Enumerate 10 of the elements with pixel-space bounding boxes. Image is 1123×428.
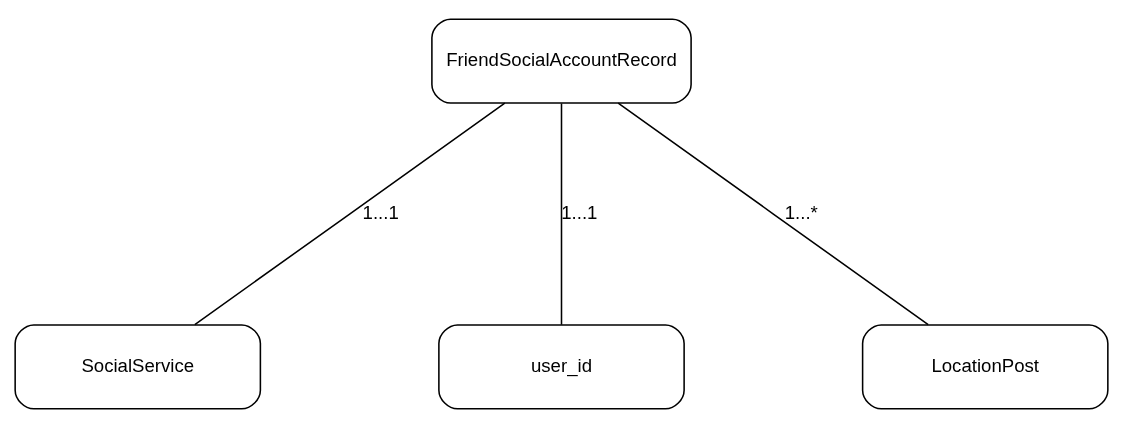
connector [617, 102, 929, 326]
edge-label: 1...* [784, 201, 818, 223]
node-box: FriendSocialAccountRecord [431, 18, 692, 104]
connector [560, 102, 563, 326]
node-box: user_id [438, 324, 685, 410]
connector [194, 102, 506, 326]
edge-label: 1...1 [561, 201, 598, 223]
node-box: SocialService [14, 324, 262, 410]
edge-label: 1...1 [362, 201, 399, 223]
node-box: LocationPost [861, 324, 1109, 410]
